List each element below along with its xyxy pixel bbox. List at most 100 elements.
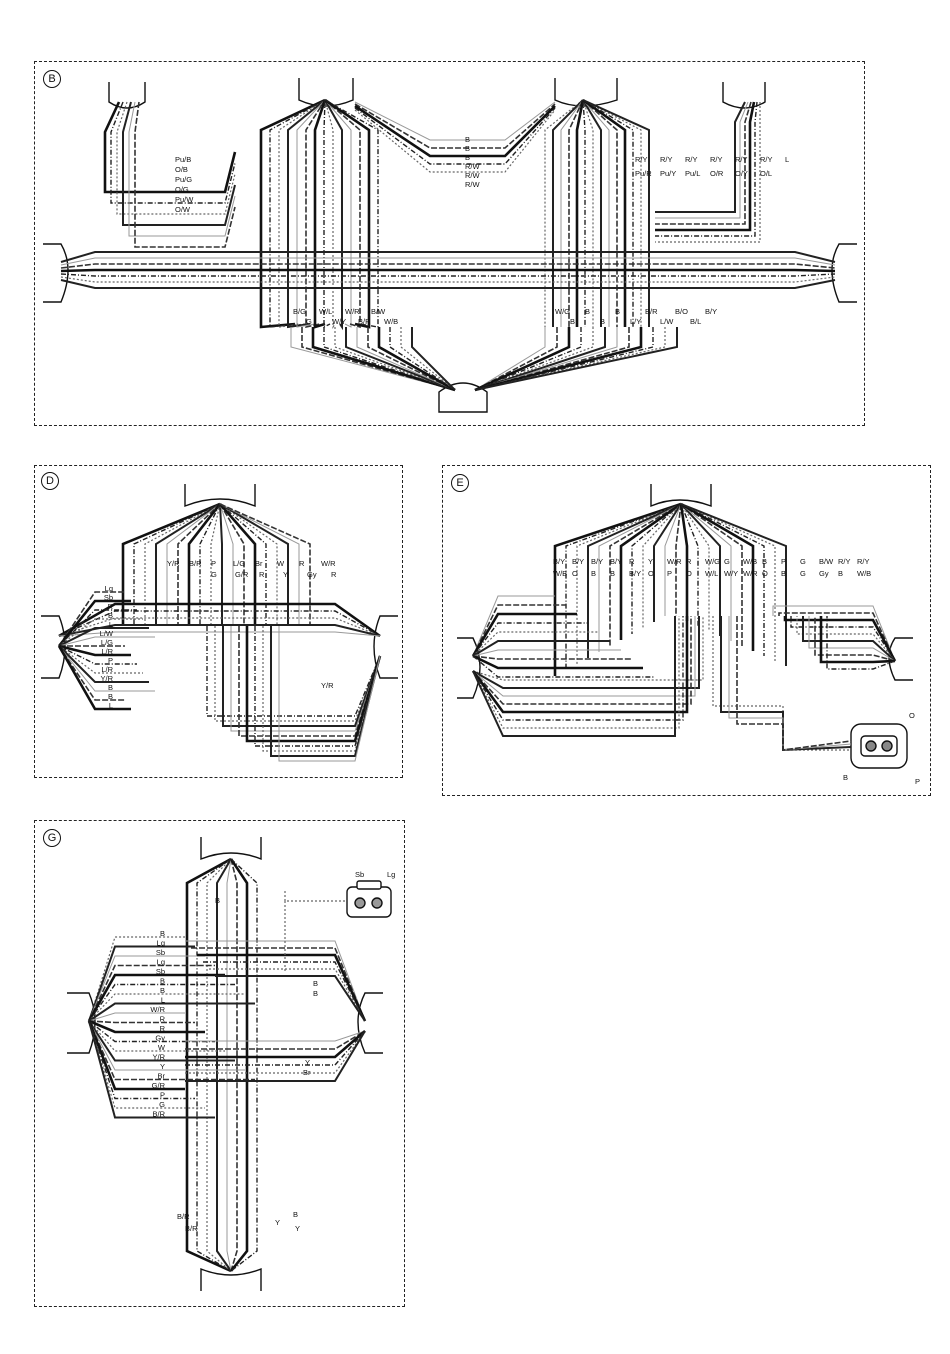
wire-d	[58, 645, 125, 701]
panel-e-wires	[471, 502, 897, 752]
wire-label-e-top-4: R	[629, 557, 635, 566]
wire-label-e-top-26: W/Y	[724, 569, 738, 578]
wire-label-g-bottom-1: B/R	[185, 1224, 198, 1233]
wire-label-e-conn-1: B	[843, 773, 848, 782]
wire-label-d-left-4: L	[109, 620, 113, 629]
wire-label-d-top-0: Y/R	[167, 559, 180, 568]
wire-b	[582, 99, 602, 327]
wire-b	[354, 109, 556, 173]
wire-g	[185, 1030, 366, 1050]
wire-g	[229, 858, 249, 1272]
wire-g	[185, 1030, 366, 1059]
wire-e	[680, 503, 710, 631]
wire-label-e-conn-0: O	[909, 711, 915, 720]
wire-e	[471, 612, 577, 657]
wire-label-e-top-8: W/G	[705, 557, 720, 566]
wire-label-d-left-12: B	[108, 692, 113, 701]
wire-d	[58, 645, 137, 665]
wire-b	[474, 327, 594, 391]
wire-e	[819, 616, 896, 664]
wire-label-g-left-13: Y/R	[152, 1053, 165, 1062]
wire-label-e-top-2: B/Y	[591, 557, 603, 566]
wire-b	[655, 102, 761, 243]
wire-d	[58, 627, 149, 647]
wire-label-b-mid-7: B	[465, 144, 470, 153]
wire-label-b-mid-9: R/W	[465, 162, 481, 171]
wire-d	[187, 503, 222, 626]
wire-b	[367, 327, 456, 391]
wire-b	[655, 101, 756, 232]
wire-d	[219, 503, 223, 626]
wire-e	[728, 616, 852, 751]
wire-label-d-top-10: R	[259, 570, 265, 579]
wire-d	[219, 503, 245, 626]
wire-label-g-right-0: B	[313, 979, 318, 988]
wire-label-g-left-4: Sb	[156, 967, 165, 976]
wire-label-e-top-12: P	[781, 557, 786, 566]
wire-label-e-top-15: R/Y	[838, 557, 851, 566]
wire-label-b-right-16: R/Y	[735, 155, 748, 164]
wire-e	[680, 503, 732, 641]
wire-label-b-left-4: Pu/W	[175, 195, 194, 204]
wire-label-e-top-16: R/Y	[857, 557, 870, 566]
wire-d	[58, 645, 155, 692]
wire-b	[474, 327, 630, 391]
wire-g	[209, 968, 366, 1022]
wire-label-d-left-11: B	[108, 683, 113, 692]
wire-label-e-top-31: Gy	[819, 569, 829, 578]
wire-e	[472, 649, 621, 657]
wire-b	[110, 101, 236, 204]
wire-label-d-top-6: R	[299, 559, 305, 568]
wire-label-d-top-8: G	[211, 570, 217, 579]
wire-label-g-right-1: B	[313, 989, 318, 998]
wire-label-d-top-12: Gy	[307, 570, 317, 579]
wire-e	[736, 616, 852, 751]
wire-label-e-top-27: W/R	[743, 569, 758, 578]
wire-e	[642, 503, 682, 628]
wire-label-g-left-5: B	[160, 977, 165, 986]
panel-d-wires	[57, 502, 382, 762]
connector-g3	[357, 992, 383, 1054]
wire-label-g-conn-1: Lg	[387, 870, 395, 879]
wire-label-b-left-2: Pu/G	[175, 175, 192, 184]
wire-e	[472, 655, 632, 660]
wire-b	[313, 99, 327, 329]
wire-b	[655, 101, 758, 237]
wire-e	[680, 503, 721, 636]
wire-e	[587, 503, 682, 658]
wire-label-e-top-32: B	[838, 569, 843, 578]
wire-b	[582, 99, 610, 327]
wire-g	[185, 1030, 366, 1074]
connector-g4	[200, 1267, 262, 1291]
wire-label-g-top-0: B	[215, 896, 220, 905]
wire-d	[166, 503, 221, 626]
connector-b4	[722, 82, 766, 109]
wire-g	[87, 973, 225, 1022]
wire-label-d-left-8: P	[108, 656, 113, 665]
wire-b	[400, 327, 456, 391]
wire-label-b-right-20: Pu/Y	[660, 169, 676, 178]
wire-g	[185, 1030, 366, 1082]
wire-label-d-left-10: Y/R	[100, 674, 113, 683]
wire-label-e-top-10: W/B	[743, 557, 757, 566]
wire-g	[88, 955, 205, 1022]
wire-label-b-bottom-28: W/Y	[332, 317, 346, 326]
wire-g	[88, 964, 215, 1022]
wire-label-g-bottom-0: B/R	[177, 1212, 190, 1221]
wire-label-g-left-6: B	[160, 986, 165, 995]
wire-label-d-top-7: W/R	[321, 559, 336, 568]
wire-d	[58, 645, 143, 674]
wire-b	[116, 101, 236, 215]
wire-label-b-right-22: O/R	[710, 169, 724, 178]
wire-label-g-left-17: P	[160, 1091, 165, 1100]
connector-d1	[184, 484, 256, 508]
wire-label-b-bottom-33: W/G	[555, 307, 570, 316]
wire-b	[474, 327, 618, 391]
wire-label-e-top-24: O	[686, 569, 692, 578]
